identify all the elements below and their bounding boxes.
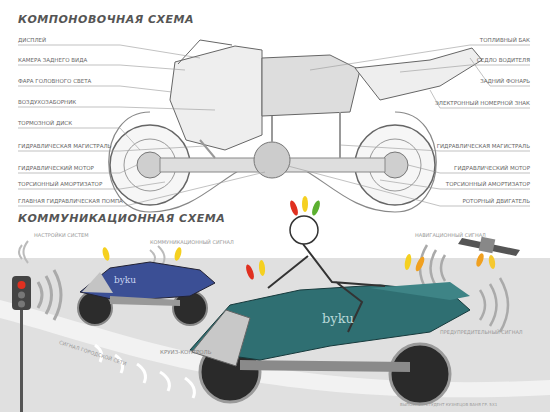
part-label: ГИДРАВЛИЧЕСКИЙ МОТОР bbox=[18, 166, 94, 172]
lamp bbox=[18, 292, 25, 299]
signal-leaf bbox=[488, 255, 496, 270]
part-label: КАМЕРА ЗАДНЕГО ВИДА bbox=[18, 58, 87, 64]
part-label: ТОПЛИВНЫЙ БАК bbox=[480, 38, 530, 44]
part-label: ТОРСИОННЫЙ АМОРТИЗАТОР bbox=[18, 182, 102, 188]
signal-label: КОММУНИКАЦИОННЫЙ СИГНАЛ bbox=[150, 240, 234, 245]
signal-leaf bbox=[288, 199, 299, 216]
signal-leaf bbox=[310, 199, 321, 216]
wheel bbox=[390, 344, 450, 404]
signal-label: ПРЕДУПРЕДИТЕЛЬНЫЙ СИГНАЛ bbox=[440, 330, 523, 335]
traffic-light-pole bbox=[20, 300, 23, 412]
signal-leaf bbox=[173, 246, 182, 261]
part-label: ВОЗДУХОЗАБОРНИК bbox=[18, 100, 76, 106]
swingarm bbox=[240, 360, 410, 372]
front-fairing bbox=[170, 46, 262, 150]
rider bbox=[268, 244, 385, 332]
swingarm bbox=[110, 296, 180, 306]
part-label: ГИДРАВЛИЧЕСКАЯ МАГИСТРАЛЬ bbox=[18, 144, 111, 150]
hydraulic-motor bbox=[382, 152, 408, 178]
fender-outline bbox=[109, 112, 437, 212]
part-label: ДИСПЛЕЙ bbox=[18, 38, 46, 44]
signal-leaf bbox=[244, 263, 255, 280]
fairing bbox=[82, 272, 113, 293]
signal-label: НАСТРОЙКИ СИСТЕМ bbox=[34, 233, 89, 238]
part-label: ЗАДНИЙ ФОНАРЬ bbox=[480, 79, 530, 85]
signal-leaf bbox=[414, 255, 426, 272]
part-label: ФАРА ГОЛОВНОГО СВЕТА bbox=[18, 79, 91, 85]
part-label: ЭЛЕКТРОННЫЙ НОМЕРНОЙ ЗНАК bbox=[435, 101, 530, 107]
leader-line bbox=[288, 45, 530, 206]
signal-leaf bbox=[475, 252, 485, 267]
helmet bbox=[290, 216, 318, 244]
signal-leaf bbox=[101, 246, 110, 261]
hydraulic-line bbox=[200, 112, 340, 158]
credit-note: ВЫПОЛНИЛ СТУДЕНТ КУЗНЕЦОВ ВАНЯ ГР. 5Х1 bbox=[400, 403, 497, 407]
part-label: ТОРСИОННЫЙ АМОРТИЗАТОР bbox=[446, 182, 530, 188]
satellite-body bbox=[479, 237, 496, 254]
signal-label: НАВИГАЦИОННЫЙ СИГНАЛ bbox=[415, 233, 486, 238]
part-label: ГИДРАВЛИЧЕСКИЙ МОТОР bbox=[454, 166, 530, 172]
part-label: ГЛАВНАЯ ГИДРАВЛИЧЕСКАЯ ПОМПА bbox=[18, 199, 123, 205]
fairing bbox=[192, 310, 250, 366]
signal-label: КРУИЗ-КОНТРОЛЬ bbox=[160, 350, 211, 356]
part-label: ТОРМОЗНОЙ ДИСК bbox=[18, 121, 72, 127]
leader-line bbox=[18, 45, 265, 206]
signal-arcs bbox=[19, 241, 28, 263]
signal-leaf bbox=[258, 260, 265, 276]
blue-bike-body bbox=[80, 262, 215, 301]
part-label: СЕДЛО ВОДИТЕЛЯ bbox=[477, 58, 530, 64]
gray-ground bbox=[0, 258, 550, 412]
signal-leaf bbox=[404, 254, 413, 271]
signal-arcs bbox=[480, 278, 508, 332]
engine bbox=[254, 142, 290, 178]
seat-tail bbox=[355, 48, 482, 100]
fuel-tank bbox=[262, 55, 360, 116]
signal-leaf bbox=[302, 196, 308, 212]
signal-arcs bbox=[38, 270, 61, 320]
brand-logo: byku bbox=[322, 312, 354, 325]
windshield bbox=[178, 40, 232, 64]
part-label: РОТОРНЫЙ ДВИГАТЕЛЬ bbox=[462, 199, 530, 205]
hydraulic-motor bbox=[137, 152, 163, 178]
brand-logo: byku bbox=[114, 276, 136, 285]
red-lamp bbox=[18, 281, 26, 289]
section-heading: КОММУНИКАЦИОННАЯ СХЕМА bbox=[18, 213, 225, 224]
lamp bbox=[18, 301, 25, 308]
seat bbox=[370, 282, 470, 300]
section-heading: КОМПОНОВОЧНАЯ СХЕМА bbox=[18, 14, 194, 25]
traffic-light-head bbox=[12, 276, 31, 310]
part-label: ГИДРАВЛИЧЕСКАЯ МАГИСТРАЛЬ bbox=[437, 144, 530, 150]
